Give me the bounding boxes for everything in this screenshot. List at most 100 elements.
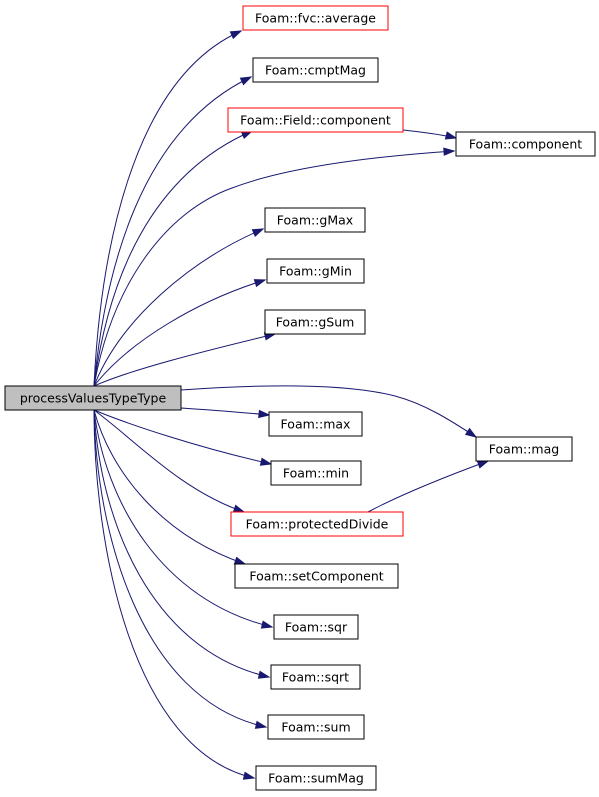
node-box bbox=[230, 511, 404, 537]
edge-line bbox=[93, 333, 276, 387]
node-label: Foam::gSum bbox=[276, 315, 355, 330]
edge-root-to-gMin bbox=[93, 279, 267, 387]
node-cmptMag[interactable]: Foam::cmptMag bbox=[252, 57, 379, 83]
node-sumMag[interactable]: Foam::sumMag bbox=[255, 765, 377, 791]
edge-line bbox=[93, 228, 264, 387]
edge-line bbox=[180, 385, 477, 438]
edge-line bbox=[367, 460, 489, 513]
node-setComponent[interactable]: Foam::setComponent bbox=[234, 563, 399, 589]
edge-root-to-fvc_average bbox=[93, 30, 243, 387]
edge-root-to-component bbox=[93, 147, 456, 387]
edge-root-to-cmptMag bbox=[93, 76, 253, 387]
node-label: Foam::sumMag bbox=[268, 771, 364, 786]
node-fvc_average[interactable]: Foam::fvc::average bbox=[242, 5, 389, 31]
edge-line bbox=[93, 30, 242, 387]
edge-line bbox=[93, 409, 267, 728]
node-sqrt[interactable]: Foam::sqrt bbox=[270, 664, 361, 690]
edge-arrowhead bbox=[260, 620, 274, 629]
edge-root-to-gSum bbox=[93, 332, 277, 387]
edge-line bbox=[93, 409, 255, 779]
node-sum[interactable]: Foam::sum bbox=[267, 714, 365, 740]
edge-arrowhead bbox=[443, 147, 456, 156]
edge-root-to-sqrt bbox=[93, 409, 271, 679]
node-label: Foam::setComponent bbox=[249, 569, 383, 584]
node-box bbox=[267, 714, 365, 740]
edge-line bbox=[93, 409, 273, 628]
node-label: Foam::cmptMag bbox=[265, 63, 366, 78]
edge-line bbox=[180, 407, 270, 416]
edge-line bbox=[93, 409, 246, 565]
node-min[interactable]: Foam::min bbox=[270, 460, 362, 486]
node-gSum[interactable]: Foam::gSum bbox=[264, 309, 366, 335]
edge-arrowhead bbox=[464, 427, 478, 438]
edge-line bbox=[93, 76, 252, 387]
node-label: processValuesTypeType bbox=[20, 391, 167, 406]
node-field_component[interactable]: Foam::Field::component bbox=[227, 107, 404, 133]
node-mag[interactable]: Foam::mag bbox=[475, 436, 573, 462]
edge-field_component-to-component bbox=[402, 129, 458, 140]
node-protectedDivide[interactable]: Foam::protectedDivide bbox=[230, 511, 404, 537]
edge-root-to-setComponent bbox=[93, 409, 247, 565]
edge-arrowhead bbox=[251, 228, 265, 237]
node-component[interactable]: Foam::component bbox=[455, 131, 596, 157]
node-label: Foam::gMax bbox=[277, 213, 353, 228]
edge-arrowhead bbox=[232, 504, 246, 513]
edge-root-to-sqr bbox=[93, 409, 274, 629]
node-gMin[interactable]: Foam::gMin bbox=[266, 258, 365, 284]
edge-arrowhead bbox=[257, 670, 271, 679]
node-box bbox=[4, 385, 182, 411]
edge-arrowhead bbox=[259, 457, 273, 466]
node-box bbox=[270, 664, 361, 690]
node-label: Foam::min bbox=[283, 466, 349, 481]
edge-arrowhead bbox=[242, 771, 256, 780]
edge-arrowhead bbox=[233, 556, 247, 565]
node-label: Foam::Field::component bbox=[240, 113, 391, 128]
node-box bbox=[252, 57, 379, 83]
edge-root-to-field_component bbox=[93, 130, 254, 387]
node-label: Foam::sqr bbox=[285, 620, 348, 635]
edge-root-to-sumMag bbox=[93, 409, 256, 780]
edge-arrowhead bbox=[444, 131, 458, 140]
edge-line bbox=[93, 279, 266, 387]
node-box bbox=[268, 411, 363, 437]
node-label: Foam::fvc::average bbox=[255, 11, 376, 26]
node-box bbox=[264, 309, 366, 335]
node-max[interactable]: Foam::max bbox=[268, 411, 363, 437]
edge-root-to-sum bbox=[93, 409, 268, 729]
node-box bbox=[264, 207, 366, 233]
edge-line bbox=[93, 409, 245, 513]
edge-root-to-protectedDivide bbox=[93, 409, 246, 513]
node-gMax[interactable]: Foam::gMax bbox=[264, 207, 366, 233]
edge-protectedDivide-to-mag bbox=[367, 460, 490, 513]
edge-root-to-mag bbox=[180, 385, 478, 438]
node-sqr[interactable]: Foam::sqr bbox=[273, 614, 359, 640]
node-box bbox=[270, 460, 362, 486]
edge-root-to-min bbox=[93, 409, 273, 466]
node-box bbox=[255, 765, 377, 791]
node-box bbox=[234, 563, 399, 589]
node-label: Foam::mag bbox=[489, 442, 559, 457]
node-label: Foam::sum bbox=[281, 720, 350, 735]
edge-arrowhead bbox=[229, 30, 243, 40]
edge-line bbox=[93, 409, 270, 678]
node-box bbox=[455, 131, 596, 157]
node-box bbox=[227, 107, 404, 133]
node-label: Foam::component bbox=[469, 137, 582, 152]
edge-arrowhead bbox=[239, 76, 253, 86]
node-box bbox=[242, 5, 389, 31]
nodes-layer: processValuesTypeType Foam::fvc::averageF… bbox=[4, 5, 596, 791]
edge-line bbox=[93, 130, 253, 387]
node-box bbox=[266, 258, 365, 284]
edge-root-to-max bbox=[180, 407, 271, 419]
node-label: Foam::max bbox=[281, 417, 351, 432]
edge-arrowhead bbox=[258, 409, 271, 419]
edge-arrowhead bbox=[254, 720, 268, 729]
node-box bbox=[475, 436, 573, 462]
node-box bbox=[273, 614, 359, 640]
edge-line bbox=[93, 150, 455, 387]
edge-arrowhead bbox=[253, 279, 267, 288]
node-label: Foam::protectedDivide bbox=[246, 517, 389, 532]
edge-root-to-gMax bbox=[93, 228, 265, 387]
node-root[interactable]: processValuesTypeType bbox=[4, 385, 182, 411]
